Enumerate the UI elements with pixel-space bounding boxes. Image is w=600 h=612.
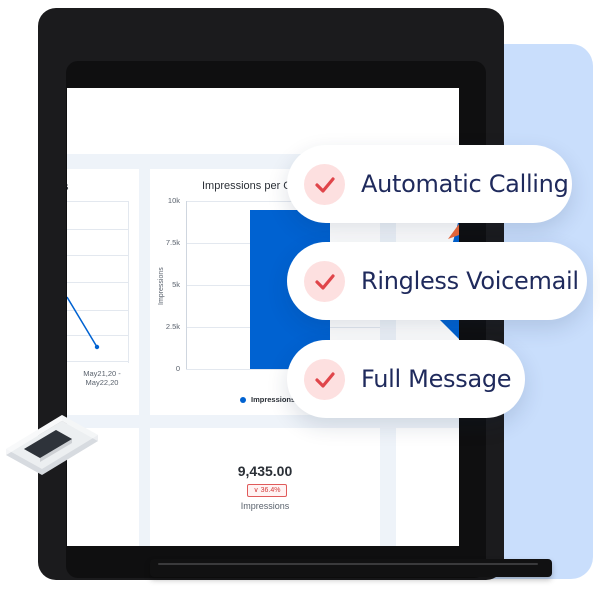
laptop-base-edge <box>158 563 538 565</box>
grid-line <box>67 229 129 230</box>
stat-card-right <box>396 428 459 546</box>
dashboard-header <box>67 88 459 154</box>
grid-line <box>67 282 129 283</box>
feature-label: Ringless Voicemail <box>361 267 579 295</box>
bar-chart-y-tick: 10k <box>167 196 180 205</box>
bar-chart-grid-line <box>186 369 380 370</box>
grid-line <box>67 335 129 336</box>
bar-chart-y-tick: 0 <box>175 364 180 373</box>
line-series <box>67 296 100 350</box>
feature-label: Automatic Calling <box>361 170 569 198</box>
check-icon <box>304 260 345 302</box>
check-icon <box>304 163 345 205</box>
kpi-value: 9,435.00 <box>237 463 293 479</box>
bar-chart-title: Impressions per C <box>202 180 292 192</box>
line-chart-card: s May21,20 - May22,20 <box>67 169 139 415</box>
laptop-base <box>150 559 552 577</box>
pie-slice-orange <box>448 224 459 239</box>
grid-vline <box>128 201 129 363</box>
check-icon <box>304 358 345 400</box>
bar-chart-y-tick: 7.5k <box>165 238 180 247</box>
feature-pill-full-message: Full Message <box>287 340 525 418</box>
feature-pill-ringless-voicemail: Ringless Voicemail <box>287 242 587 320</box>
bar-chart-grid-line <box>186 201 380 202</box>
legend-label: Impressions <box>251 395 296 404</box>
grid-line <box>67 255 129 256</box>
line-chart-title: s <box>67 181 69 193</box>
grid-line <box>67 201 129 202</box>
grid-line <box>67 361 129 362</box>
bar-chart-y-tick: 5k <box>172 280 180 289</box>
bar-chart-y-axis <box>186 201 187 369</box>
kpi-change-badge: ∨ 36.4% <box>247 484 287 497</box>
feature-pill-automatic-calling: Automatic Calling <box>287 145 572 223</box>
bar-chart-y-tick: 2.5k <box>165 322 180 331</box>
bar-chart-legend[interactable]: Impressions <box>240 395 295 404</box>
kpi-card: 9,435.00 ∨ 36.4% Impressions <box>150 428 380 546</box>
feature-label: Full Message <box>361 365 512 393</box>
line-chart-x-tick: May21,20 - May22,20 <box>83 369 121 387</box>
kpi-label: Impressions <box>240 501 290 511</box>
trend-down-icon: ∨ <box>253 487 261 494</box>
grid-line <box>67 310 129 311</box>
legend-swatch <box>240 397 246 404</box>
square-ring-icon <box>6 415 98 475</box>
